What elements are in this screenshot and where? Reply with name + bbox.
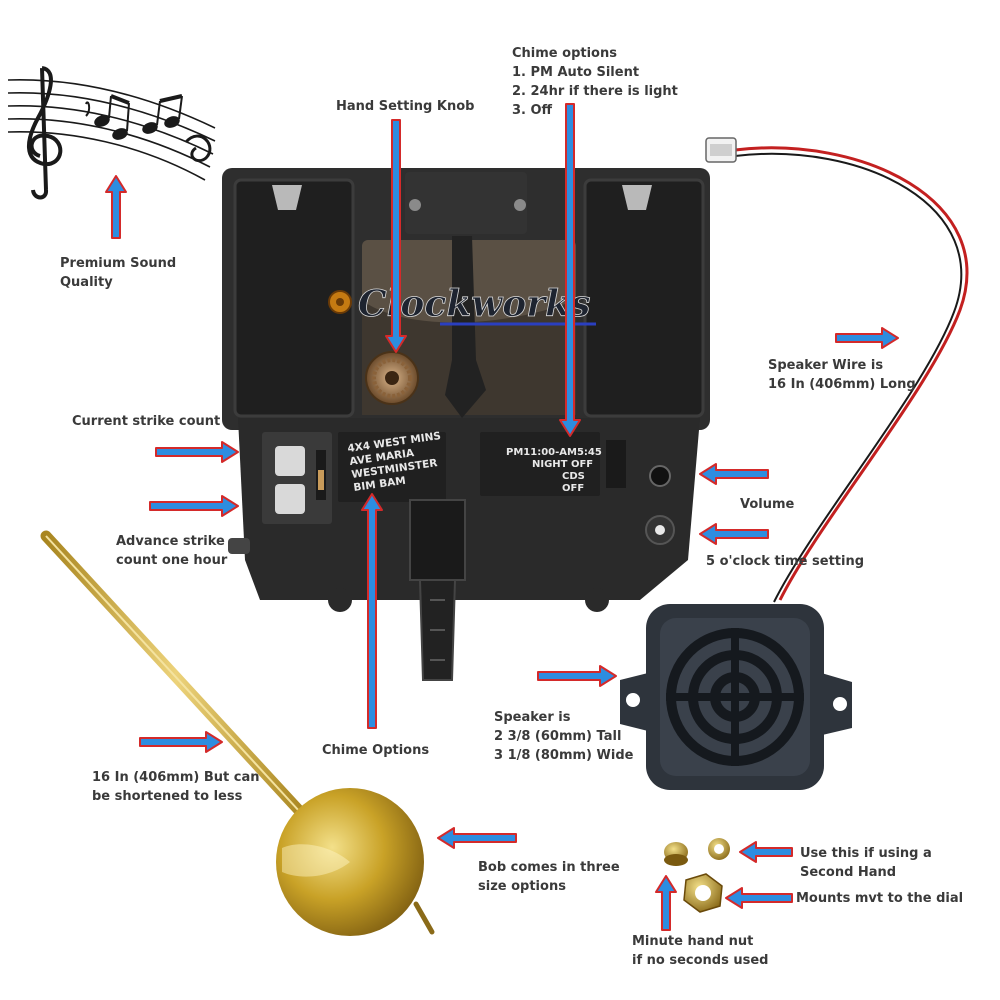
- arrow-hand-setting-knob: [385, 119, 407, 353]
- label-premium-sound: Premium Sound Quality: [60, 254, 176, 292]
- speaker-wire-line-1: Speaker Wire is: [768, 358, 884, 373]
- speaker-wire: [734, 146, 969, 601]
- music-notes-decoration: [7, 66, 216, 200]
- arrow-bob: [437, 827, 517, 849]
- pendulum-length-line-2: be shortened to less: [92, 789, 243, 804]
- bob-line-1: Bob comes in three: [478, 860, 620, 875]
- arrow-advance-strike: [149, 495, 239, 517]
- arrow-speaker: [537, 665, 617, 687]
- label-hand-setting-knob: Hand Setting Knob: [336, 99, 475, 114]
- premium-sound-line-2: Quality: [60, 275, 113, 290]
- arrow-current-strike: [155, 441, 239, 463]
- advance-strike-line-2: count one hour: [116, 553, 228, 568]
- arrow-premium-sound: [105, 175, 127, 239]
- label-speaker-size: Speaker is 2 3/8 (60mm) Tall 3 1/8 (80mm…: [494, 708, 633, 765]
- chime-option-3: 3. Off: [512, 103, 553, 118]
- minute-nut-line-1: Minute hand nut: [632, 934, 754, 949]
- label-advance-strike: Advance strike count one hour: [116, 532, 227, 570]
- arrow-second-hand: [739, 841, 793, 863]
- right-panel-print-3: OFF: [562, 483, 584, 494]
- arrow-minute-nut: [655, 875, 677, 931]
- second-hand-line-1: Use this if using a: [800, 846, 932, 861]
- label-five-oclock: 5 o'clock time setting: [706, 554, 865, 569]
- minute-nut-line-2: if no seconds used: [632, 953, 769, 968]
- speaker-size-line-1: Speaker is: [494, 710, 571, 725]
- label-mounts: Mounts mvt to the dial: [796, 891, 964, 906]
- arrow-mounts: [725, 887, 793, 909]
- pendulum-length-line-1: 16 In (406mm) But can: [92, 770, 260, 785]
- label-second-hand: Use this if using a Second Hand: [800, 844, 932, 882]
- arrow-pendulum-rod: [139, 731, 223, 753]
- callout-arrows: [105, 103, 899, 931]
- arrow-chime-selector: [559, 103, 581, 437]
- bob-line-2: size options: [478, 879, 566, 894]
- arrow-speaker-wire: [835, 327, 899, 349]
- arrow-chime-options-bottom: [361, 493, 383, 729]
- arrow-volume: [699, 463, 769, 485]
- label-volume: Volume: [740, 497, 795, 512]
- right-panel-print-1: NIGHT OFF: [532, 459, 593, 470]
- speaker-size-line-3: 3 1/8 (80mm) Wide: [494, 748, 634, 763]
- chime-options-title: Chime options: [512, 46, 617, 61]
- advance-strike-line-1: Advance strike: [116, 534, 225, 549]
- label-chime-options-bottom: Chime Options: [322, 743, 430, 758]
- label-current-strike: Current strike count: [72, 414, 221, 429]
- label-chime-options-top: Chime options 1. PM Auto Silent 2. 24hr …: [512, 44, 678, 120]
- label-speaker-wire: Speaker Wire is 16 In (406mm) Long: [768, 356, 916, 394]
- chime-option-1: 1. PM Auto Silent: [512, 65, 640, 80]
- clockworks-watermark: Clockworks: [328, 283, 596, 326]
- second-hand-line-2: Second Hand: [800, 865, 897, 880]
- hand-setting-knob: [365, 351, 419, 405]
- wire-connector: [705, 137, 737, 163]
- speaker-size-line-2: 2 3/8 (60mm) Tall: [494, 729, 622, 744]
- lower-faceplate: [228, 432, 675, 681]
- mounting-hardware: [664, 838, 730, 913]
- speaker-wire-line-2: 16 In (406mm) Long: [768, 377, 916, 392]
- chime-option-2: 2. 24hr if there is light: [512, 84, 678, 99]
- right-panel-print-0: PM11:00-AM5:45: [506, 447, 602, 458]
- label-pendulum-length: 16 In (406mm) But can be shortened to le…: [92, 768, 260, 806]
- arrow-five-oclock: [699, 523, 769, 545]
- label-bob: Bob comes in three size options: [478, 858, 620, 896]
- right-panel-print-2: CDS: [562, 471, 585, 482]
- premium-sound-line-1: Premium Sound: [60, 256, 177, 271]
- speaker: [620, 604, 852, 790]
- pendulum: [40, 530, 435, 936]
- label-minute-nut: Minute hand nut if no seconds used: [632, 932, 768, 970]
